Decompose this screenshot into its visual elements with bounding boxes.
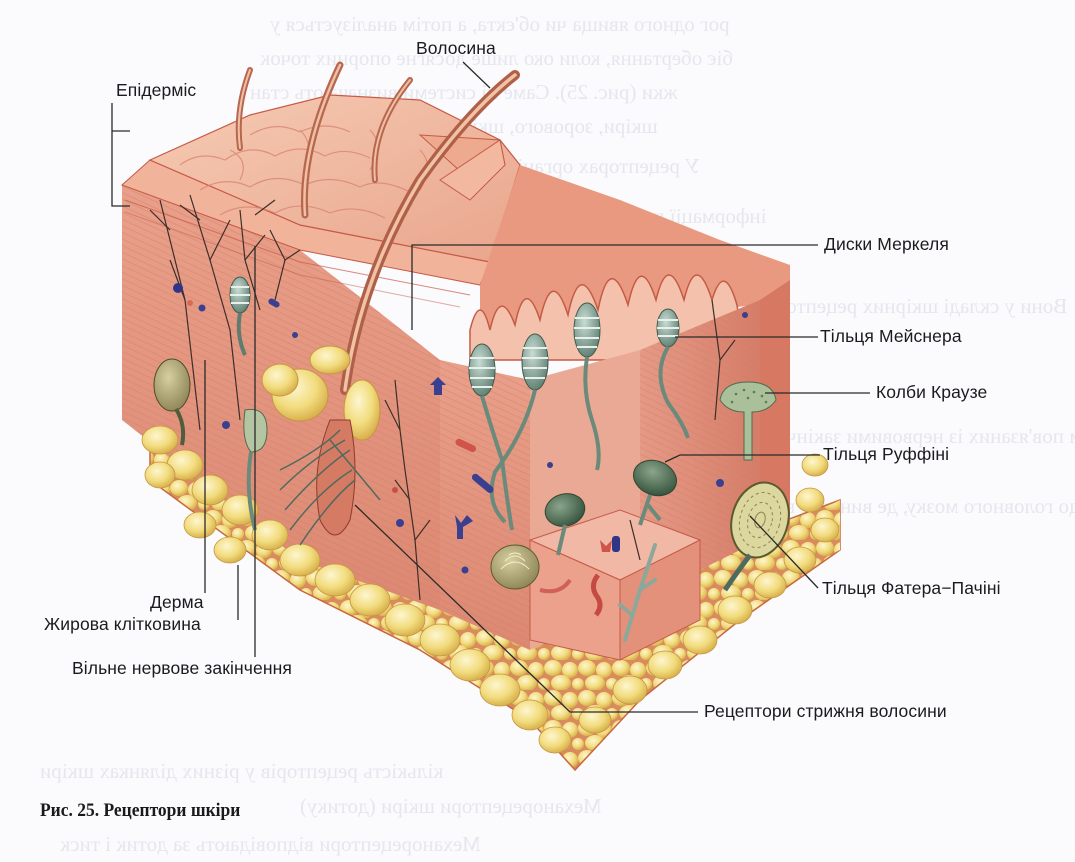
hair-follicle	[316, 419, 356, 536]
label-pacinian-corpuscles: Тільця Фатера−Пачіні	[822, 578, 1001, 598]
label-krause-bulbs: Колби Краузе	[876, 382, 988, 402]
label-hair-root-receptors: Рецептори стрижня волосини	[704, 701, 947, 721]
label-subcutaneous-fat: Жирова клітковина	[44, 614, 201, 634]
label-free-nerve-ending: Вільне нервове закінчення	[72, 658, 292, 678]
leader-lines	[111, 61, 870, 713]
free-nerve-endings	[149, 194, 736, 601]
label-meissner-corpuscles: Тільця Мейснера	[820, 326, 962, 346]
sebaceous-gland	[261, 345, 381, 441]
hair-follicle-receptor	[618, 543, 657, 642]
hair-root-nerve-plexus	[279, 429, 381, 546]
pacinian-corpuscles	[153, 358, 790, 592]
blood-vessels	[173, 283, 748, 617]
krause-bulbs	[243, 381, 777, 531]
label-ruffini-corpuscles: Тільця Руффіні	[823, 444, 950, 464]
label-merkel-discs: Диски Меркеля	[824, 234, 949, 254]
ruffini-corpuscles	[544, 459, 677, 556]
label-epidermis: Епідерміс	[116, 80, 197, 100]
label-hair: Волосина	[416, 38, 496, 58]
meissner-corpuscles	[229, 276, 690, 531]
epidermis-flap	[439, 139, 506, 201]
label-dermis: Дерма	[150, 592, 204, 612]
hair-shafts	[235, 61, 520, 395]
figure-caption: Рис. 25. Рецептори шкіри	[40, 800, 241, 821]
